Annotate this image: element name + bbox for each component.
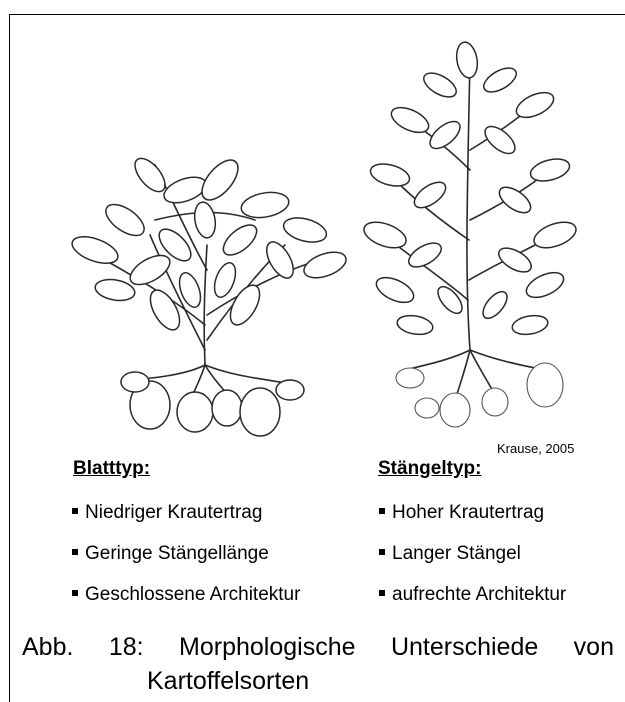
leaf-type-item-1: Niedriger Krautertrag (72, 501, 300, 542)
stem-type-item-2: Langer Stängel (379, 542, 566, 583)
leaf-type-item-3: Geschlossene Architektur (72, 583, 300, 624)
figure-caption: Abb. 18: Morphologische Unterschiede von… (22, 630, 614, 698)
figure-caption-line-2: Kartoffelsorten (22, 664, 614, 698)
leaf-type-list: Niedriger Krautertrag Geringe Stängellän… (72, 501, 300, 624)
leaf-type-item-2: Geringe Stängellänge (72, 542, 300, 583)
stem-type-item-1: Hoher Krautertrag (379, 501, 566, 542)
stem-type-item-3: aufrechte Architektur (379, 583, 566, 624)
frame-left-border (9, 14, 10, 702)
image-credit: Krause, 2005 (497, 441, 574, 456)
stem-type-list: Hoher Krautertrag Langer Stängel aufrech… (379, 501, 566, 624)
stem-type-heading: Stängeltyp: (378, 458, 481, 480)
frame-top-border (9, 14, 625, 15)
leaf-type-heading: Blatttyp: (73, 458, 150, 480)
stem-type-plant-drawing (355, 40, 585, 440)
leaf-type-plant-drawing (55, 150, 355, 450)
figure-caption-line-1: Abb. 18: Morphologische Unterschiede von (22, 630, 614, 664)
